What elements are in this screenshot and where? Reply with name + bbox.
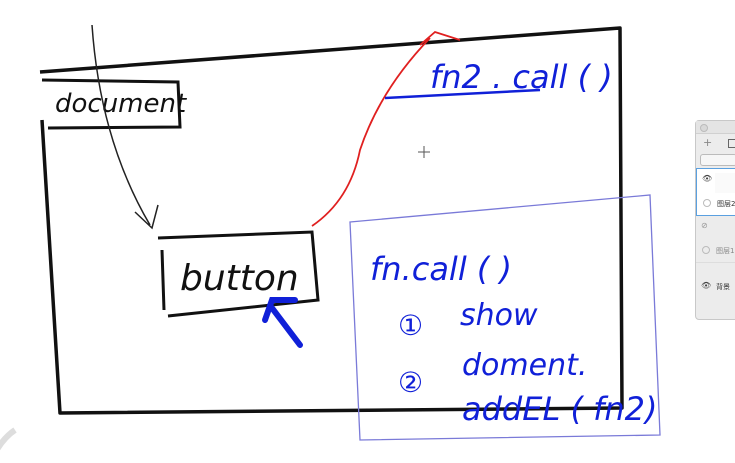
layer-thumbnail [715, 173, 735, 193]
panel-titlebar[interactable] [696, 121, 735, 134]
fn2-underline [384, 88, 541, 100]
button-box [157, 230, 320, 318]
layer-search-input[interactable] [700, 154, 735, 166]
fn2-call-text: fn2 . call ( ) [430, 58, 613, 96]
layer-name: 图层2 [717, 200, 735, 208]
folder-icon[interactable] [728, 139, 735, 148]
document-label: document [55, 89, 187, 119]
document-label-box [41, 78, 182, 130]
step2-number: ② [398, 366, 423, 399]
step1-text: show [460, 298, 538, 333]
eye-icon[interactable]: 👁 [702, 174, 713, 183]
layer-radio[interactable] [702, 246, 710, 254]
close-dot-icon[interactable] [700, 124, 708, 132]
layer-radio[interactable] [703, 199, 711, 207]
crosshair-cursor [418, 146, 430, 158]
arrow-document-to-button [91, 24, 159, 230]
add-layer-icon[interactable]: + [703, 136, 713, 149]
click-arrow [262, 297, 303, 348]
layers-panel: + 👁 图层2 ⊘ 图层1 👁 背景 [695, 120, 735, 320]
fn-call-text: fn.call ( ) [370, 250, 512, 288]
layer-name: 图层1 [716, 247, 735, 255]
pen-stroke [0, 427, 17, 451]
step2-line1: doment. [462, 348, 587, 383]
layer-item[interactable]: 👁 背景 [696, 263, 735, 309]
button-label: button [180, 258, 299, 299]
step1-number: ① [398, 309, 423, 342]
panel-toolbar: + [696, 134, 735, 152]
eye-icon[interactable]: 👁 [701, 281, 712, 290]
layer-item[interactable]: ⊘ 图层1 [696, 216, 735, 263]
layer-name: 背景 [716, 283, 730, 291]
layer-item[interactable]: 👁 图层2 [696, 168, 735, 216]
red-callback-arrow [311, 30, 461, 227]
eye-hidden-icon[interactable]: ⊘ [701, 221, 708, 230]
handler-box [349, 194, 661, 441]
step2-line2: addEL ( fn2) [462, 390, 658, 428]
